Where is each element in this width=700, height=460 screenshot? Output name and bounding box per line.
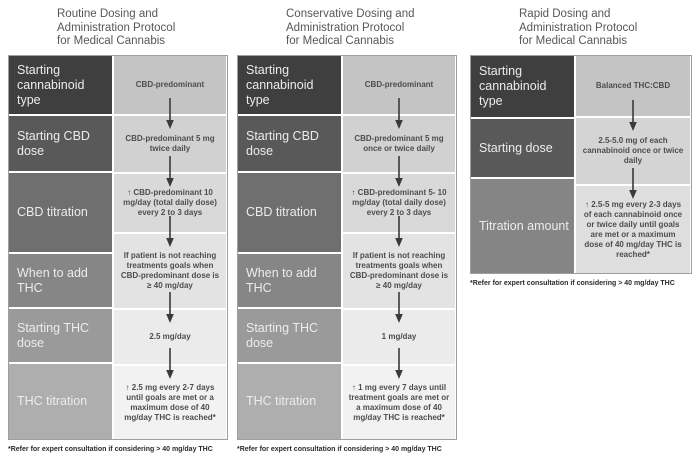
row-label: CBD titration [9, 173, 114, 254]
row-value-text: ↑ 2.5 mg every 2-7 days until goals are … [124, 382, 216, 422]
row-value-text: Balanced THC:CBD [595, 81, 671, 90]
row-label: Starting THC dose [9, 309, 114, 364]
row-value-text: ↑ CBD-predominant 5- 10 mg/day (total da… [351, 188, 447, 217]
down-arrow-icon [629, 168, 637, 199]
row-value-text: ↑ 1 mg every 7 days until treatment goal… [348, 382, 450, 422]
label-column: Starting cannabinoid type Starting dose … [471, 56, 576, 273]
row-label: THC titration [238, 364, 343, 439]
row-value: ↑ 2.5 mg every 2-7 days until goals are … [114, 348, 226, 439]
row-value: ↑ 1 mg every 7 days until treatment goal… [343, 348, 455, 439]
down-arrow-icon [395, 292, 403, 323]
row-value-text: ↑ CBD-predominant 10 mg/day (total daily… [123, 188, 217, 217]
routine-protocol-panel: Routine Dosing and Administration Protoc… [8, 8, 228, 453]
row-value-text: CBD-predominant 5 mg twice daily [125, 134, 215, 153]
rapid-protocol-title: Rapid Dosing and Administration Protocol… [519, 8, 638, 47]
down-arrow-icon [395, 348, 403, 379]
row-label: When to add THC [9, 254, 114, 309]
routine-protocol-table: Starting cannabinoid type Starting CBD d… [8, 55, 228, 440]
down-arrow-icon [395, 156, 403, 187]
value-column: CBD-predominant CBD-predominant 5 mg twi… [114, 56, 226, 439]
routine-protocol-title: Routine Dosing and Administration Protoc… [57, 8, 176, 47]
down-arrow-icon [166, 292, 174, 323]
conservative-protocol-table: Starting cannabinoid type Starting CBD d… [237, 55, 457, 440]
value-column: Balanced THC:CBD 2.5-5.0 mg of each cann… [576, 56, 690, 273]
down-arrow-icon [395, 216, 403, 247]
conservative-protocol-title: Conservative Dosing and Administration P… [286, 8, 415, 47]
row-value-text: 2.5 mg/day [149, 332, 191, 341]
row-label: Starting cannabinoid type [238, 56, 343, 116]
row-value-text: If patient is not reaching treatments go… [349, 251, 449, 290]
row-label: Starting CBD dose [9, 116, 114, 173]
label-column: Starting cannabinoid type Starting CBD d… [9, 56, 114, 439]
conservative-protocol-panel: Conservative Dosing and Administration P… [237, 8, 457, 453]
row-label: Starting CBD dose [238, 116, 343, 173]
row-label: THC titration [9, 364, 114, 439]
rapid-protocol-table: Starting cannabinoid type Starting dose … [470, 55, 692, 274]
row-value: CBD-predominant 5 mg once or twice daily [343, 98, 455, 174]
row-label: Starting cannabinoid type [9, 56, 114, 116]
footnote: *Refer for expert consultation if consid… [237, 446, 442, 453]
row-label: Titration amount [471, 179, 576, 273]
down-arrow-icon [166, 156, 174, 187]
down-arrow-icon [166, 348, 174, 379]
row-value-text: 2.5-5.0 mg of each cannabinoid once or t… [582, 136, 684, 165]
footnote: *Refer for expert consultation if consid… [470, 280, 675, 287]
row-label: CBD titration [238, 173, 343, 254]
row-label: Starting THC dose [238, 309, 343, 364]
down-arrow-icon [166, 216, 174, 247]
down-arrow-icon [629, 100, 637, 131]
row-label: When to add THC [238, 254, 343, 309]
row-value-text: CBD-predominant [135, 80, 205, 89]
down-arrow-icon [166, 98, 174, 129]
value-column: CBD-predominant CBD-predominant 5 mg onc… [343, 56, 455, 439]
row-value-text: CBD-predominant [364, 80, 434, 89]
row-value-text: If patient is not reaching treatments go… [120, 251, 220, 290]
row-label: Starting cannabinoid type [471, 56, 576, 119]
footnote: *Refer for expert consultation if consid… [8, 446, 213, 453]
row-value-text: CBD-predominant 5 mg once or twice daily [354, 134, 444, 153]
down-arrow-icon [395, 98, 403, 129]
label-column: Starting cannabinoid type Starting CBD d… [238, 56, 343, 439]
row-value-text: ↑ 2.5-5 mg every 2-3 days of each cannab… [583, 199, 683, 259]
row-label: Starting dose [471, 119, 576, 179]
row-value: ↑ 2.5-5 mg every 2-3 days of each cannab… [576, 168, 690, 273]
row-value: 2.5-5.0 mg of each cannabinoid once or t… [576, 100, 690, 186]
rapid-protocol-panel: Rapid Dosing and Administration Protocol… [470, 8, 692, 287]
row-value-text: 1 mg/day [381, 332, 417, 341]
